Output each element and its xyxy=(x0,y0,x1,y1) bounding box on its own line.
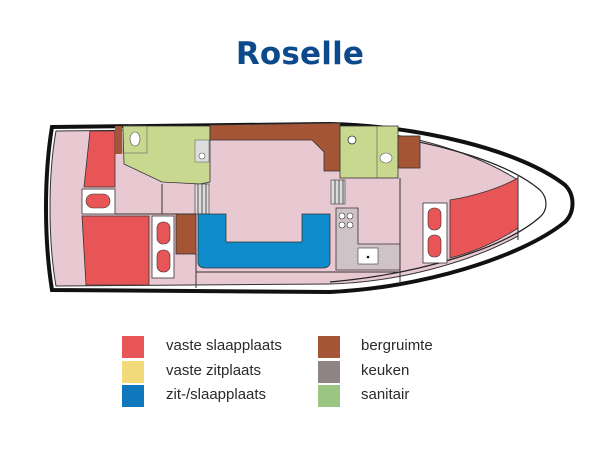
legend-item-vaste-zitplaats: vaste zitplaats xyxy=(122,360,261,385)
storage-mid xyxy=(175,213,197,255)
swatch-zit-slaapplaats xyxy=(122,385,144,408)
aft-bed-bottom xyxy=(81,215,150,286)
toilet-icon xyxy=(129,131,141,147)
swatch-vaste-slaapplaats xyxy=(122,336,144,359)
stove-burner-icon xyxy=(346,221,354,229)
boat-title: Roselle xyxy=(235,36,365,72)
stairs-aft xyxy=(194,183,210,215)
stove-burner-icon xyxy=(346,212,354,220)
sink-icon xyxy=(347,135,357,145)
swatch-sanitair xyxy=(318,385,340,408)
storage-fore xyxy=(397,135,421,169)
pillow xyxy=(427,234,442,258)
legend-label: keuken xyxy=(361,361,410,379)
legend-item-keuken: keuken xyxy=(318,360,409,385)
legend-item-sanitair: sanitair xyxy=(318,384,409,409)
pillow xyxy=(427,207,442,231)
legend-label: vaste slaapplaats xyxy=(166,337,282,354)
swatch-vaste-zitplaats xyxy=(122,360,144,383)
aft-bed-top xyxy=(83,130,116,188)
stairs-fore xyxy=(330,179,346,205)
pillow xyxy=(156,221,171,245)
legend-label: bergruimte xyxy=(361,337,433,354)
legend-label: vaste zitplaats xyxy=(166,361,262,379)
legend-column-left: vaste slaapplaats vaste zitplaats zit-/s… xyxy=(122,335,282,409)
swatch-keuken xyxy=(318,360,340,383)
saloon-seating xyxy=(197,213,331,269)
sanitair-fore xyxy=(339,125,399,179)
legend-label: zit-/slaapplaats xyxy=(166,386,267,403)
legend: vaste slaapplaats vaste zitplaats zit-/s… xyxy=(122,335,482,415)
legend-item-zit-slaapplaats: zit-/slaapplaats xyxy=(122,384,266,409)
stove-burner-icon xyxy=(338,221,346,229)
stove-burner-icon xyxy=(338,212,346,220)
pillow xyxy=(156,249,171,273)
shower-icon xyxy=(198,152,206,160)
legend-column-right: bergruimte keuken sanitair xyxy=(318,335,433,409)
fore-bed xyxy=(449,177,519,259)
pillow xyxy=(85,193,111,209)
legend-item-vaste-slaapplaats: vaste slaapplaats xyxy=(122,335,282,360)
storage-aft-top xyxy=(115,126,122,154)
toilet-icon xyxy=(379,152,393,164)
legend-label: sanitair xyxy=(361,386,410,403)
swatch-bergruimte xyxy=(318,336,340,359)
legend-item-bergruimte: bergruimte xyxy=(318,335,433,360)
